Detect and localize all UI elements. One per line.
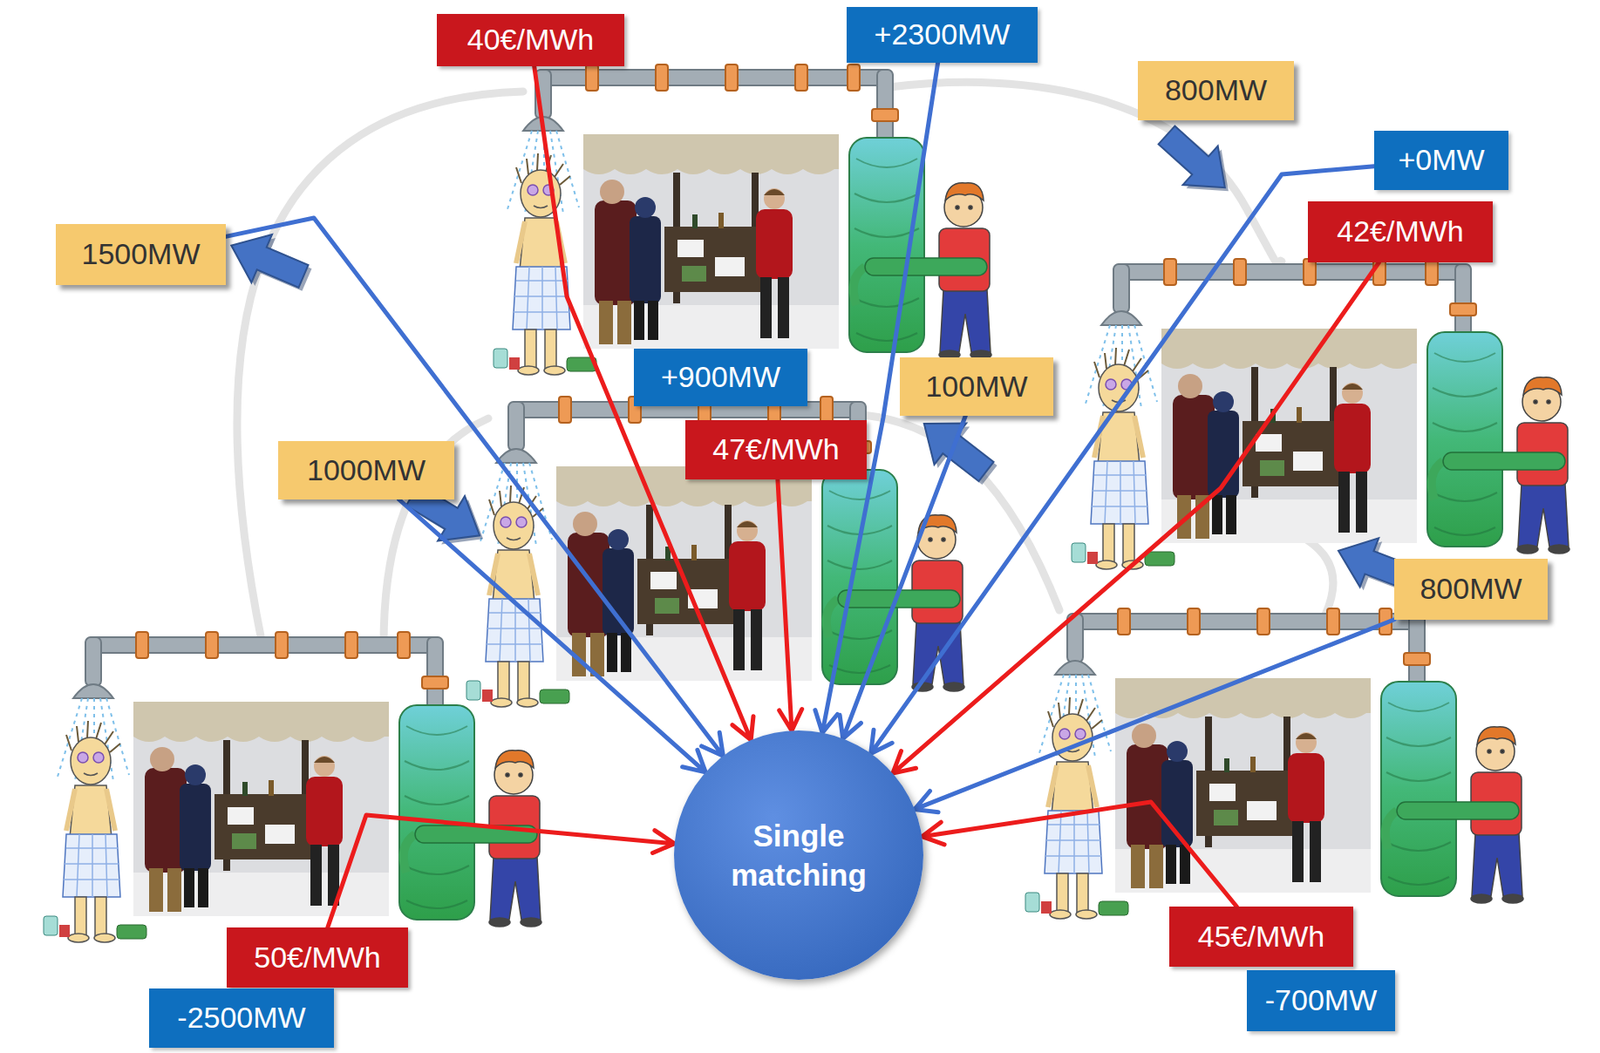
node-text: 50€/MWh (253, 940, 382, 975)
flow-arrow (892, 262, 1380, 774)
node-text: 45€/MWh (1198, 919, 1326, 954)
net-position-label: -700MW (1246, 970, 1396, 1032)
node-text: Single matching (711, 816, 886, 896)
node-text: 40€/MWh (467, 22, 595, 57)
net-position-label: +2300MW (846, 6, 1038, 63)
capacity-label: 100MW (899, 357, 1054, 416)
node-text: +900MW (660, 360, 781, 395)
net-position-label: +900MW (633, 348, 808, 407)
capacity-label: 1000MW (278, 441, 455, 500)
node-text: 42€/MWh (1336, 214, 1464, 249)
node-text: -2500MW (177, 1000, 306, 1035)
node-text: -700MW (1265, 983, 1377, 1018)
flow-arrow (777, 479, 803, 731)
node-text: 800MW (1164, 73, 1267, 108)
market-area (43, 632, 542, 943)
net-position-label: -2500MW (149, 988, 334, 1049)
capacity-label: 800MW (1394, 558, 1548, 620)
price-label: 40€/MWh (436, 13, 625, 67)
node-text: 1500MW (81, 237, 200, 272)
node-text: +0MW (1397, 142, 1485, 178)
market-area (1071, 258, 1570, 570)
price-label: 50€/MWh (226, 927, 409, 988)
flow-arrow (871, 166, 1375, 755)
price-label: 45€/MWh (1169, 906, 1354, 967)
node-text: 100MW (925, 369, 1028, 404)
flow-arrow (921, 802, 1237, 907)
flow-arrow (225, 217, 723, 756)
node-text: 1000MW (306, 453, 426, 488)
price-label: 42€/MWh (1307, 201, 1493, 263)
price-label: 47€/MWh (685, 420, 867, 480)
node-text: 47€/MWh (712, 432, 840, 467)
node-text: +2300MW (874, 17, 1011, 52)
matching-circle: Single matching (674, 730, 924, 981)
market-area (466, 396, 965, 708)
capacity-label: 800MW (1137, 61, 1294, 121)
capacity-label: 1500MW (55, 224, 226, 286)
node-text: 800MW (1419, 571, 1522, 606)
net-position-label: +0MW (1374, 130, 1509, 191)
market-area (493, 64, 992, 375)
capacity-pointer (220, 115, 1424, 607)
flow-arrow (399, 499, 707, 773)
flow-arrow (327, 815, 675, 928)
market-area (1025, 608, 1524, 920)
flow-arrow (914, 619, 1395, 813)
